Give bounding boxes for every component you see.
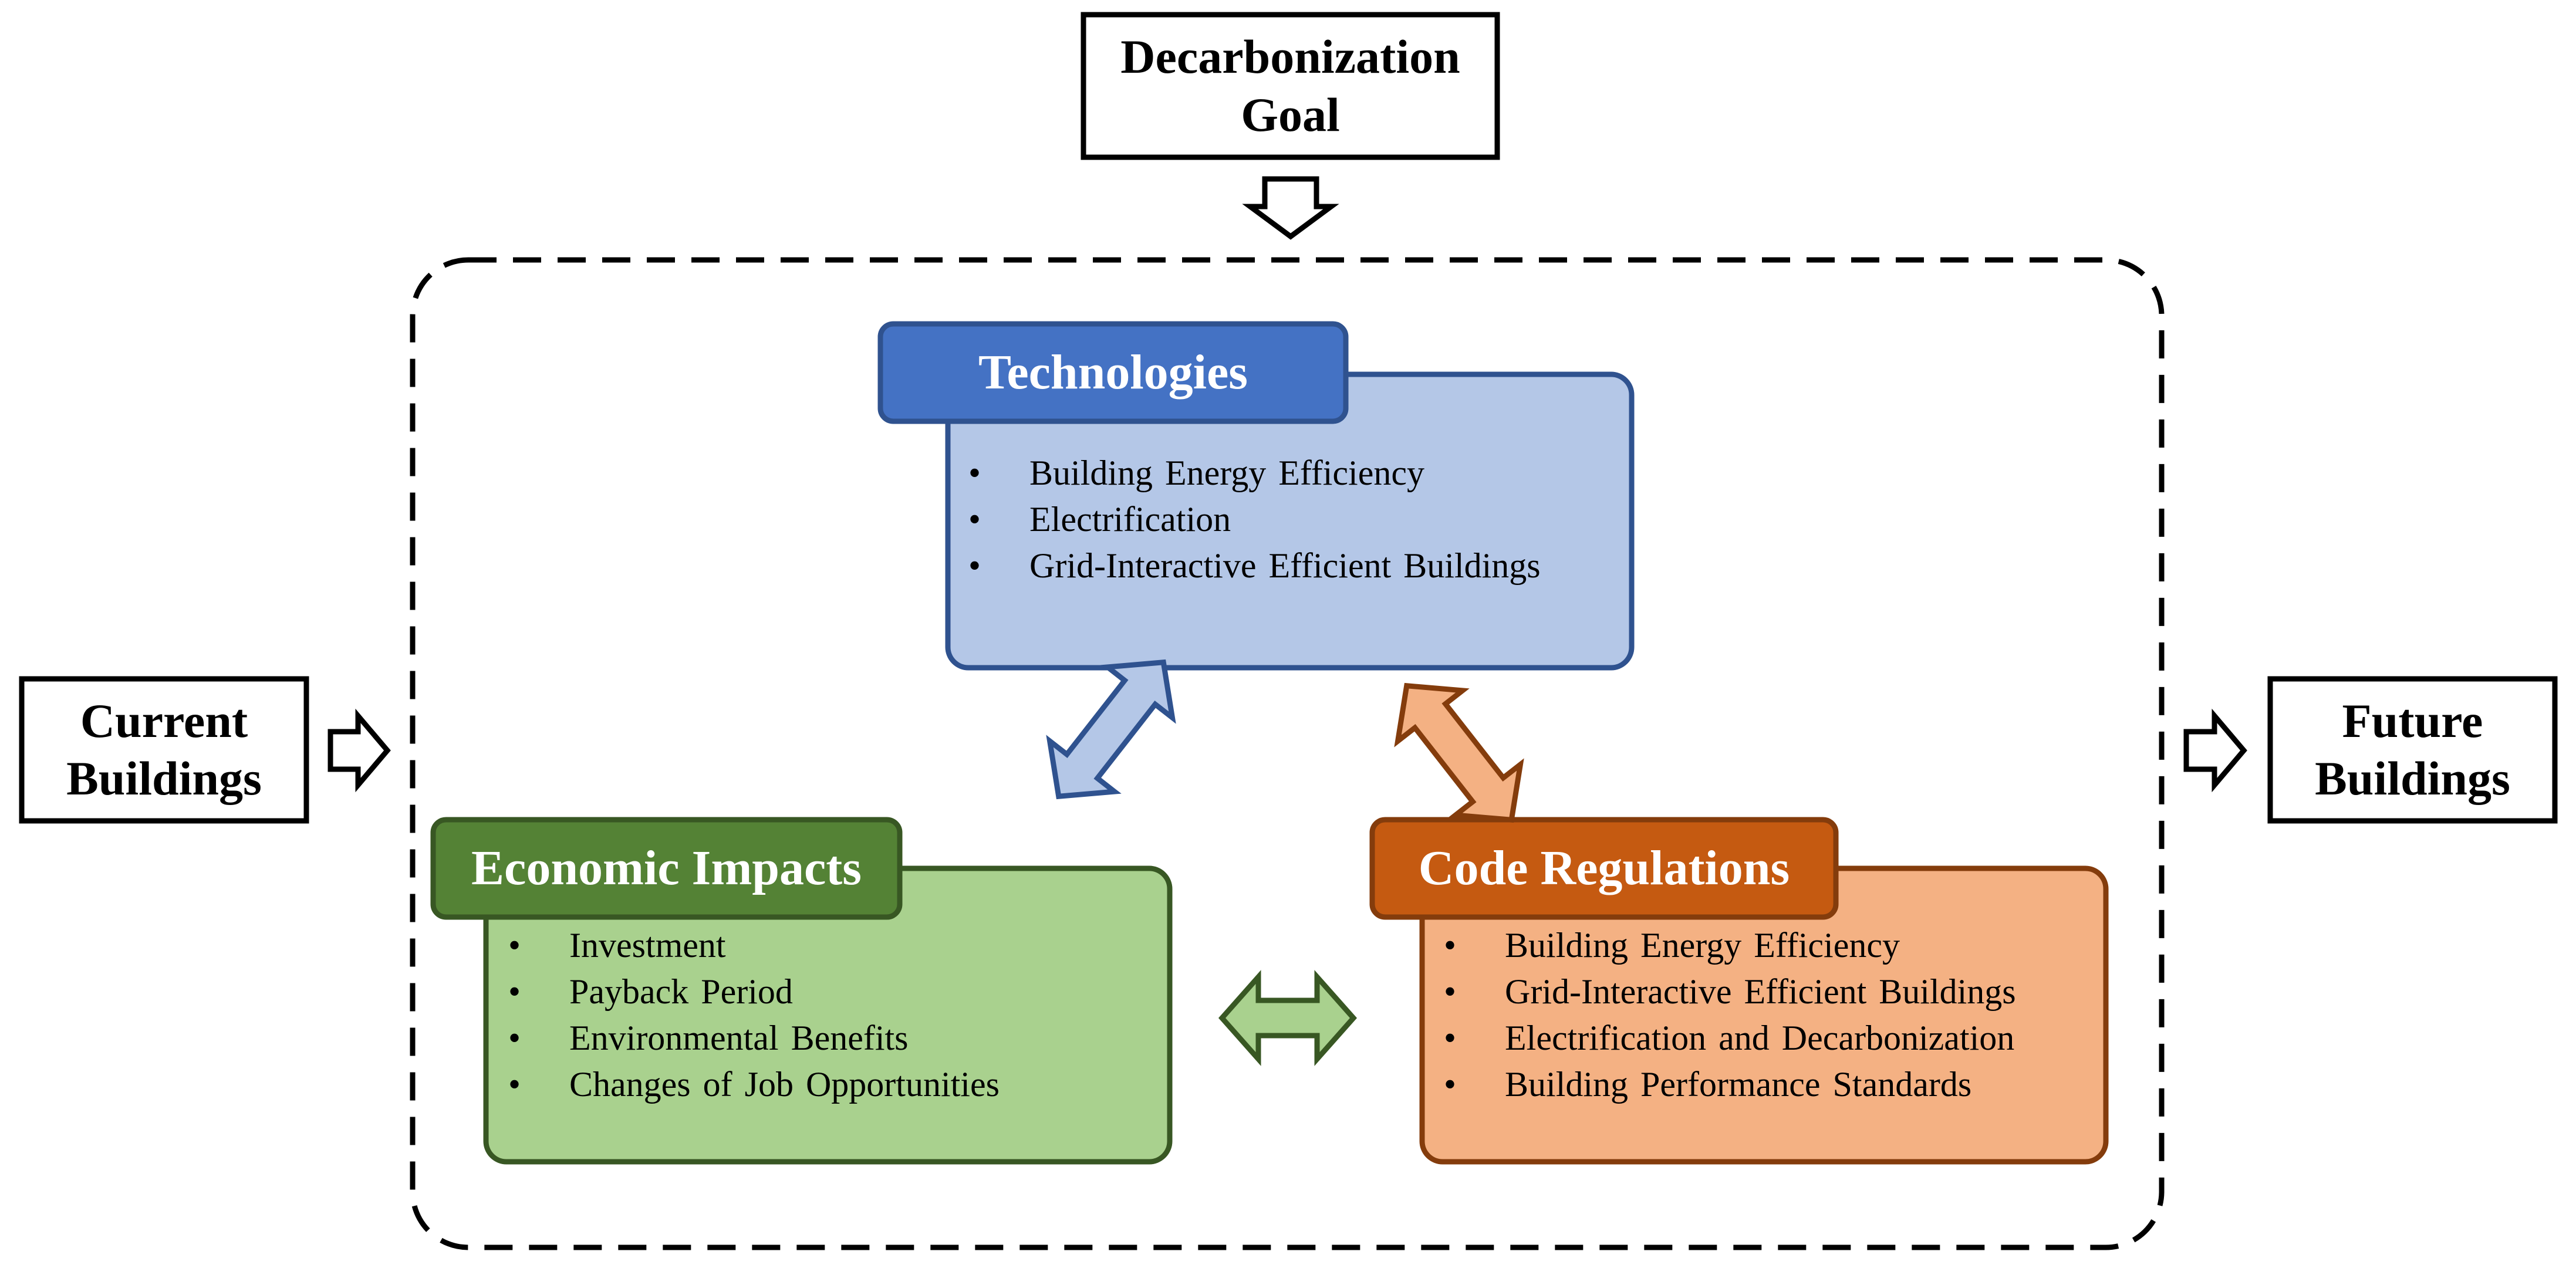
technologies-tab [877, 321, 1349, 424]
goal-down-arrow [1242, 176, 1339, 240]
future-buildings-box [2267, 676, 2558, 824]
list-item: Electrification [968, 496, 1541, 543]
list-item: Payback Period [508, 969, 1000, 1015]
list-item: Building Energy Efficiency [968, 450, 1541, 496]
decarbonization-goal-label: Decarbonization Goal [1086, 17, 1495, 155]
list-item: Building Energy Efficiency [1444, 922, 2016, 969]
list-item: Electrification and Decarbonization [1444, 1015, 2016, 1061]
code-regulations-tab [1369, 817, 1839, 920]
list-item: Grid-Interactive Efficient Buildings [1444, 969, 2016, 1015]
economic-impacts-list: Investment Payback Period Environmental … [508, 922, 1000, 1108]
current-line-1: Current [80, 694, 248, 748]
technologies-list: Building Energy Efficiency Electrificati… [968, 450, 1541, 589]
economic-impacts-title: Economic Impacts [471, 840, 862, 895]
current-right-arrow [328, 708, 391, 793]
decarbonization-goal-box [1081, 12, 1500, 160]
tech-code-double-arrow [1394, 682, 1524, 823]
list-item: Environmental Benefits [508, 1015, 1000, 1061]
code-regulations-list: Building Energy Efficiency Grid-Interact… [1444, 922, 2016, 1108]
list-item: Building Performance Standards [1444, 1061, 2016, 1108]
system-boundary [410, 257, 2165, 1250]
economic-impacts-tab [430, 817, 903, 920]
current-buildings-box [19, 676, 309, 824]
future-line-2: Buildings [2315, 752, 2510, 805]
goal-line-2: Goal [1241, 87, 1340, 141]
tech-economic-double-arrow [1046, 659, 1176, 800]
technologies-title: Technologies [978, 344, 1248, 400]
list-item: Investment [508, 922, 1000, 969]
economic-code-double-arrow [1218, 970, 1358, 1066]
goal-line-1: Decarbonization [1120, 30, 1460, 84]
current-line-2: Buildings [66, 752, 262, 805]
list-item: Changes of Job Opportunities [508, 1061, 1000, 1108]
future-line-1: Future [2342, 694, 2483, 748]
current-buildings-label: Current Buildings [24, 681, 304, 819]
future-buildings-label: Future Buildings [2273, 681, 2553, 819]
list-item: Grid-Interactive Efficient Buildings [968, 543, 1541, 589]
code-regulations-title: Code Regulations [1418, 840, 1790, 895]
future-right-arrow [2183, 708, 2247, 793]
